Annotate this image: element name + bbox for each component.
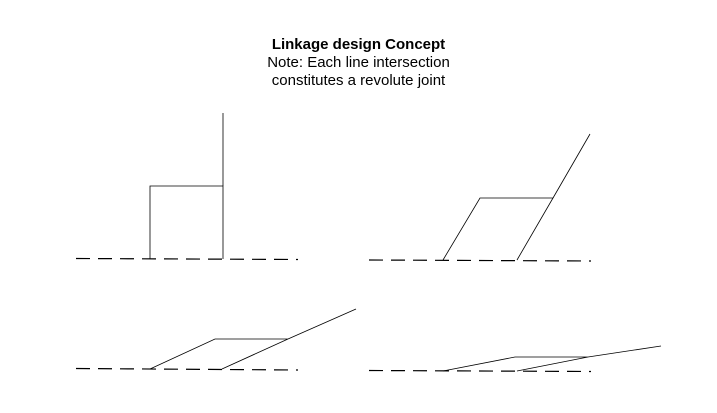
- parallelogram-linkage: [149, 185, 224, 259]
- ground-line: [368, 369, 592, 373]
- ground-line: [75, 367, 299, 371]
- linkage-panel-shallow: [75, 308, 357, 371]
- extended-link: [552, 133, 591, 199]
- linkage-panel-flat: [368, 345, 662, 373]
- extended-link: [587, 345, 662, 358]
- parallelogram-linkage: [442, 197, 554, 261]
- linkage-panel-vertical: [75, 113, 299, 261]
- diagram-header: Linkage design Concept Note: Each line i…: [0, 35, 717, 90]
- parallelogram-linkage: [149, 338, 289, 370]
- parallelogram-linkage: [442, 356, 589, 372]
- diagram-title: Linkage design Concept: [271, 36, 446, 53]
- ground-line: [368, 259, 592, 262]
- diagram-note-line-2: constitutes a revolute joint: [271, 72, 446, 89]
- diagram-note-line-1: Note: Each line intersection: [267, 54, 450, 71]
- extended-link: [287, 308, 357, 340]
- ground-line: [75, 257, 299, 261]
- linkage-panel-steep: [368, 133, 592, 262]
